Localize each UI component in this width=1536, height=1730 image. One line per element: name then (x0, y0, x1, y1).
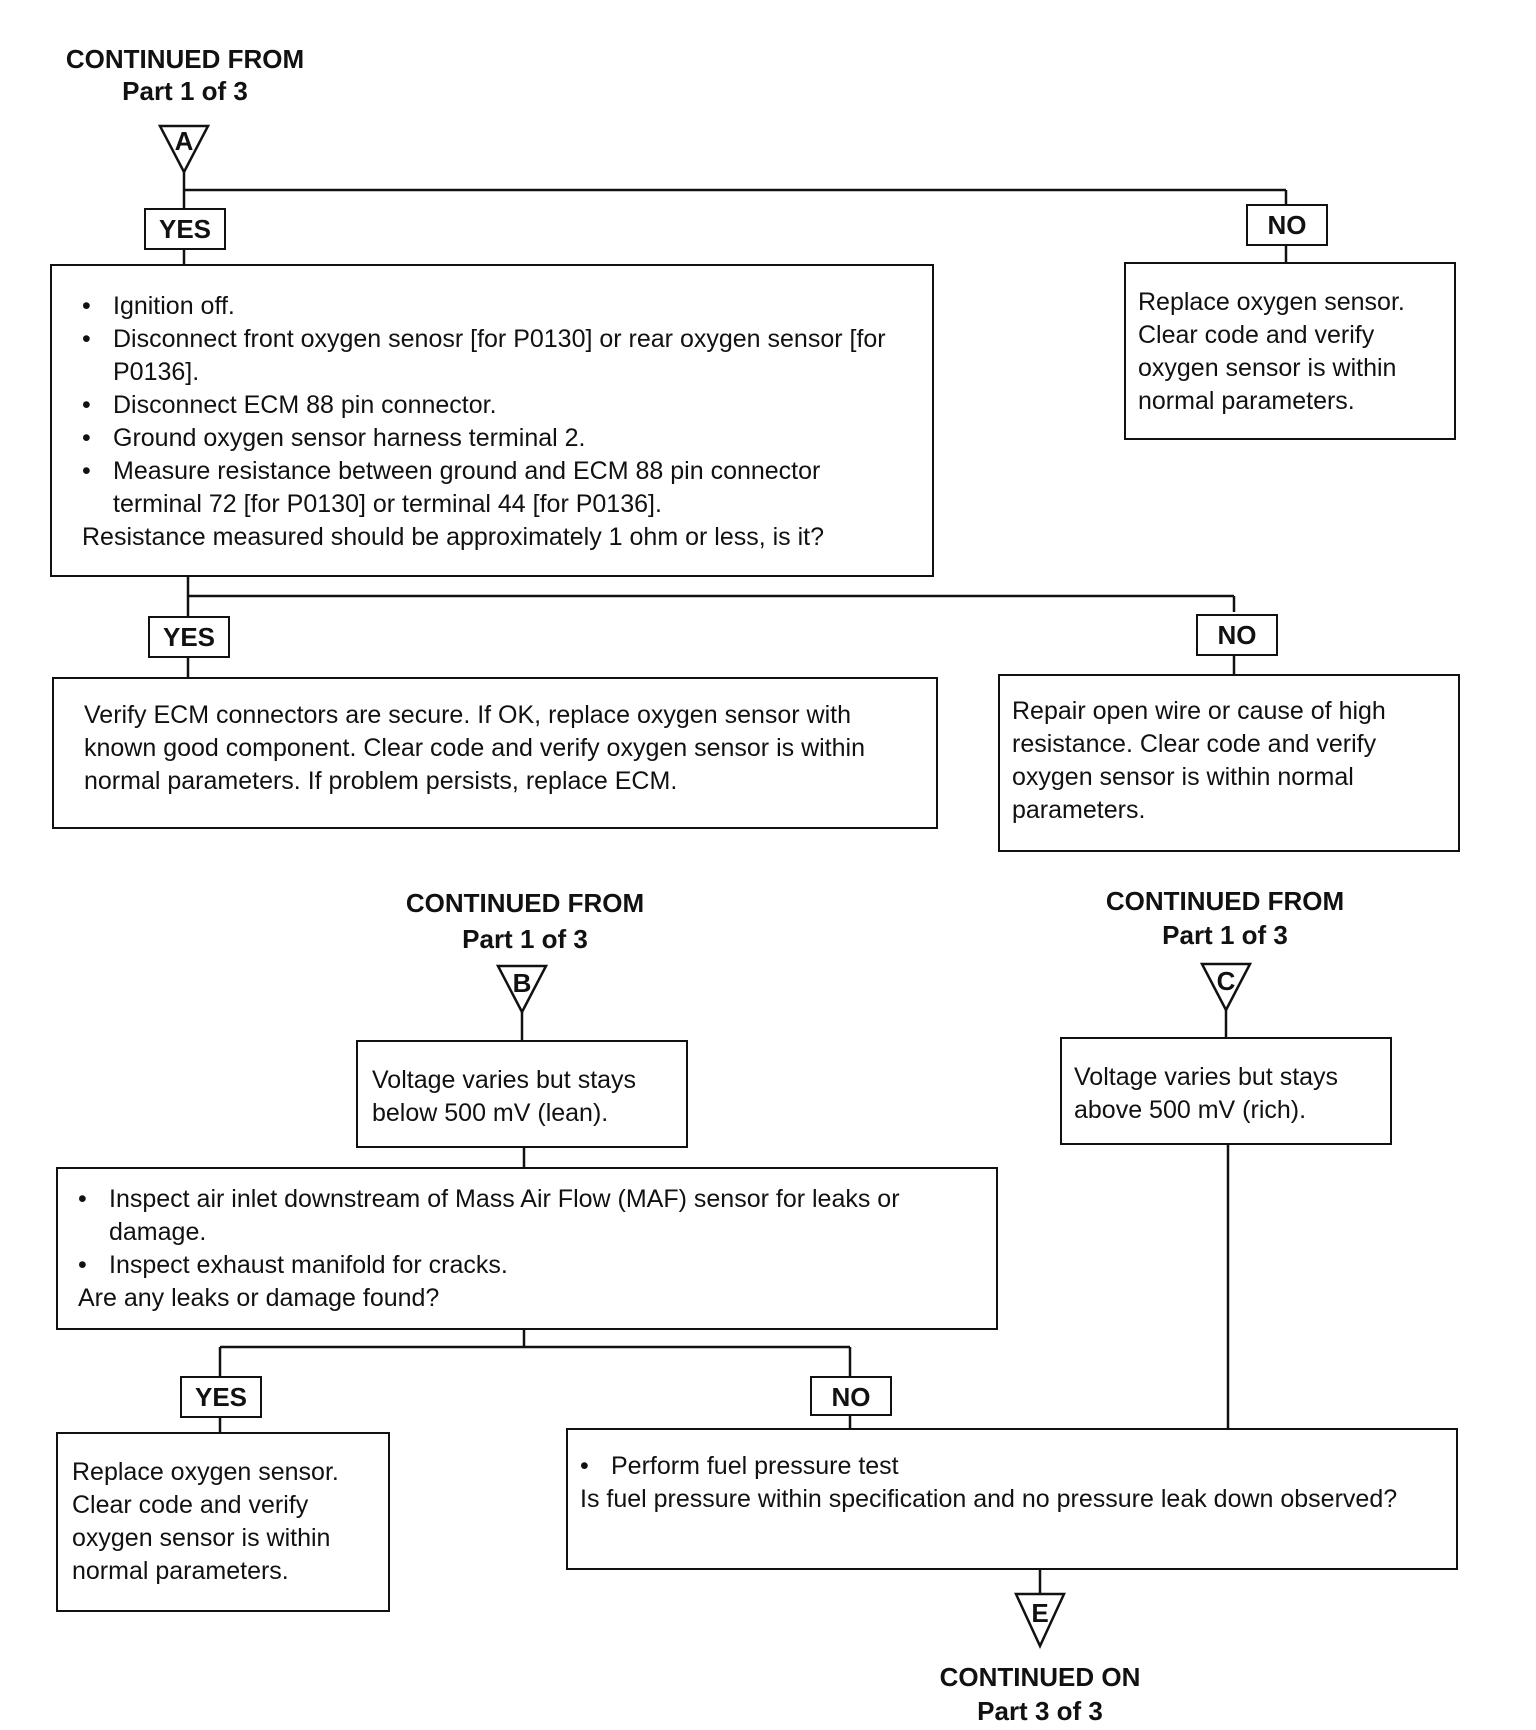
part-label-b: Part 1 of 3 (462, 924, 588, 954)
check-item: Disconnect ECM 88 pin connector. (82, 389, 906, 422)
lean-voltage-box: Voltage varies but stays below 500 mV (l… (356, 1040, 688, 1148)
part-label-a: Part 1 of 3 (122, 76, 248, 106)
replace-sensor-box-1: Replace oxygen sensor. Clear code and ve… (1124, 262, 1456, 440)
yes-label-2: YES (148, 616, 230, 658)
inspect-question: Are any leaks or damage found? (78, 1284, 440, 1312)
check-item: Ground oxygen sensor harness terminal 2. (82, 422, 906, 455)
connector-c-letter: C (1216, 966, 1236, 996)
inspect-item: Inspect air inlet downstream of Mass Air… (78, 1183, 978, 1249)
fuel-pressure-box: Perform fuel pressure test Is fuel press… (566, 1428, 1458, 1570)
connector-e-triangle (1014, 1592, 1066, 1649)
connector-c-triangle (1199, 962, 1253, 1013)
connector-a-triangle (157, 124, 211, 175)
check-item: Disconnect front oxygen senosr [for P013… (82, 323, 906, 389)
fuel-item: Perform fuel pressure test (580, 1450, 1442, 1483)
yes-label-1: YES (144, 208, 226, 250)
part-label-c: Part 1 of 3 (1162, 920, 1288, 950)
continued-from-header-b: CONTINUED FROM (405, 888, 645, 918)
verify-ecm-box: Verify ECM connectors are secure. If OK,… (52, 677, 938, 829)
rich-voltage-box: Voltage varies but stays above 500 mV (r… (1060, 1037, 1392, 1145)
replace-sensor-box-2: Replace oxygen sensor. Clear code and ve… (56, 1432, 390, 1612)
continued-from-header-c: CONTINUED FROM (1105, 886, 1345, 916)
no-label-3: NO (810, 1376, 892, 1416)
connector-e-letter: E (1031, 1598, 1049, 1628)
inspect-leaks-box: Inspect air inlet downstream of Mass Air… (56, 1167, 998, 1330)
continued-from-header-a: CONTINUED FROM (65, 44, 305, 74)
part-label-e: Part 3 of 3 (977, 1696, 1103, 1726)
check-item: Measure resistance between ground and EC… (82, 455, 906, 521)
yes-label-3: YES (180, 1376, 262, 1418)
connector-b-letter: B (512, 968, 532, 998)
no-label-1: NO (1246, 204, 1328, 246)
continued-on-header: CONTINUED ON (939, 1662, 1141, 1692)
check-item: Ignition off. (82, 290, 906, 323)
check-question: Resistance measured should be approximat… (82, 523, 825, 551)
fuel-question: Is fuel pressure within specification an… (580, 1485, 1398, 1513)
repair-wire-box: Repair open wire or cause of high resist… (998, 674, 1460, 852)
no-label-2: NO (1196, 614, 1278, 656)
inspect-item: Inspect exhaust manifold for cracks. (78, 1249, 978, 1282)
connector-a-letter: A (174, 126, 194, 156)
connector-b-triangle (495, 964, 549, 1015)
resistance-check-box: Ignition off. Disconnect front oxygen se… (50, 264, 934, 577)
